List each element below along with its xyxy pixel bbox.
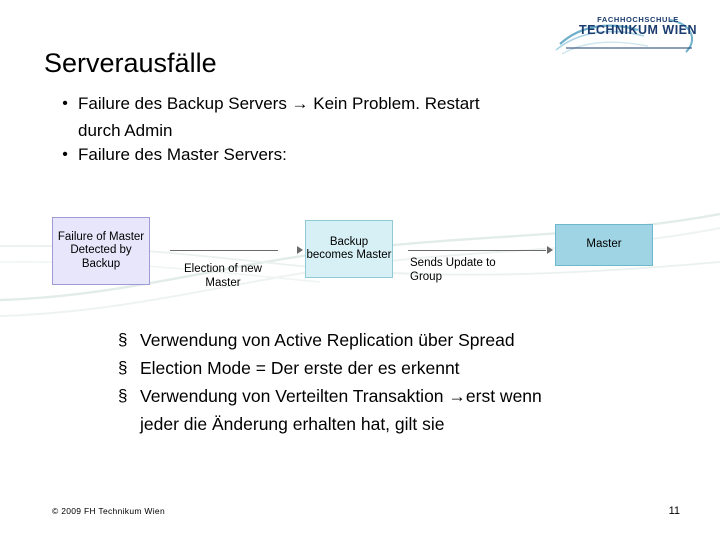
logo-line-fachhochschule: FACHHOCHSCHULE [597,15,679,24]
section-bullet-text-continued: jeder die Änderung erhalten hat, gilt si… [140,414,445,434]
list-item: • Failure des Backup Servers → Kein Prob… [52,92,672,116]
connector-arrowhead-1 [297,246,303,254]
logo-mark [555,19,694,55]
connector-line-1 [170,250,278,251]
section-bullet-marker: § [118,358,128,377]
section-bullet-list: § Verwendung von Active Replication über… [118,327,698,437]
node-failure-detected: Failure of Master Detected by Backup [52,217,150,285]
section-bullet-marker: § [118,386,128,405]
bullet-text: Failure des Master Servers: [78,145,287,164]
section-bullet-text: Verwendung von Verteilten Transaktion →e… [140,386,542,406]
list-item: § Election Mode = Der erste der es erken… [118,355,698,381]
footer-copyright: © 2009 FH Technikum Wien [52,506,165,516]
bullet-marker: • [62,95,68,112]
section-bullet-marker: § [118,330,128,349]
fh-technikum-wien-logo: FACHHOCHSCHULE TECHNIKUM WIEN [552,14,702,60]
logo-line-technikum-wien: TECHNIKUM WIEN [578,22,698,37]
connector-line-2 [408,250,546,251]
connector-arrowhead-2 [547,246,553,254]
footer-page-number: 11 [668,505,680,517]
label-election: Election of new Master [184,263,262,289]
page-title: Serverausfälle [44,48,217,78]
list-item: § Verwendung von Active Replication über… [118,327,698,353]
bullet-text: Failure des Backup Servers → Kein Proble… [78,94,480,113]
list-item: § Verwendung von Verteilten Transaktion … [118,383,698,409]
logo-text: FACHHOCHSCHULE TECHNIKUM WIEN [574,16,702,37]
list-item: • Failure des Master Servers: [52,143,672,167]
node-master: Master [555,224,653,266]
failover-flow-diagram: Failure of Master Detected by Backup Bac… [0,210,720,320]
bullet-text-continued: durch Admin [78,121,173,140]
label-sends-update: Sends Update to Group [410,257,496,283]
section-bullet-text: Verwendung von Active Replication über S… [140,330,515,350]
node-backup-becomes-master: Backup becomes Master [305,220,393,278]
section-bullet-text: Election Mode = Der erste der es erkennt [140,358,460,378]
bullet-list: • Failure des Backup Servers → Kein Prob… [52,92,672,170]
bullet-marker: • [62,146,68,163]
